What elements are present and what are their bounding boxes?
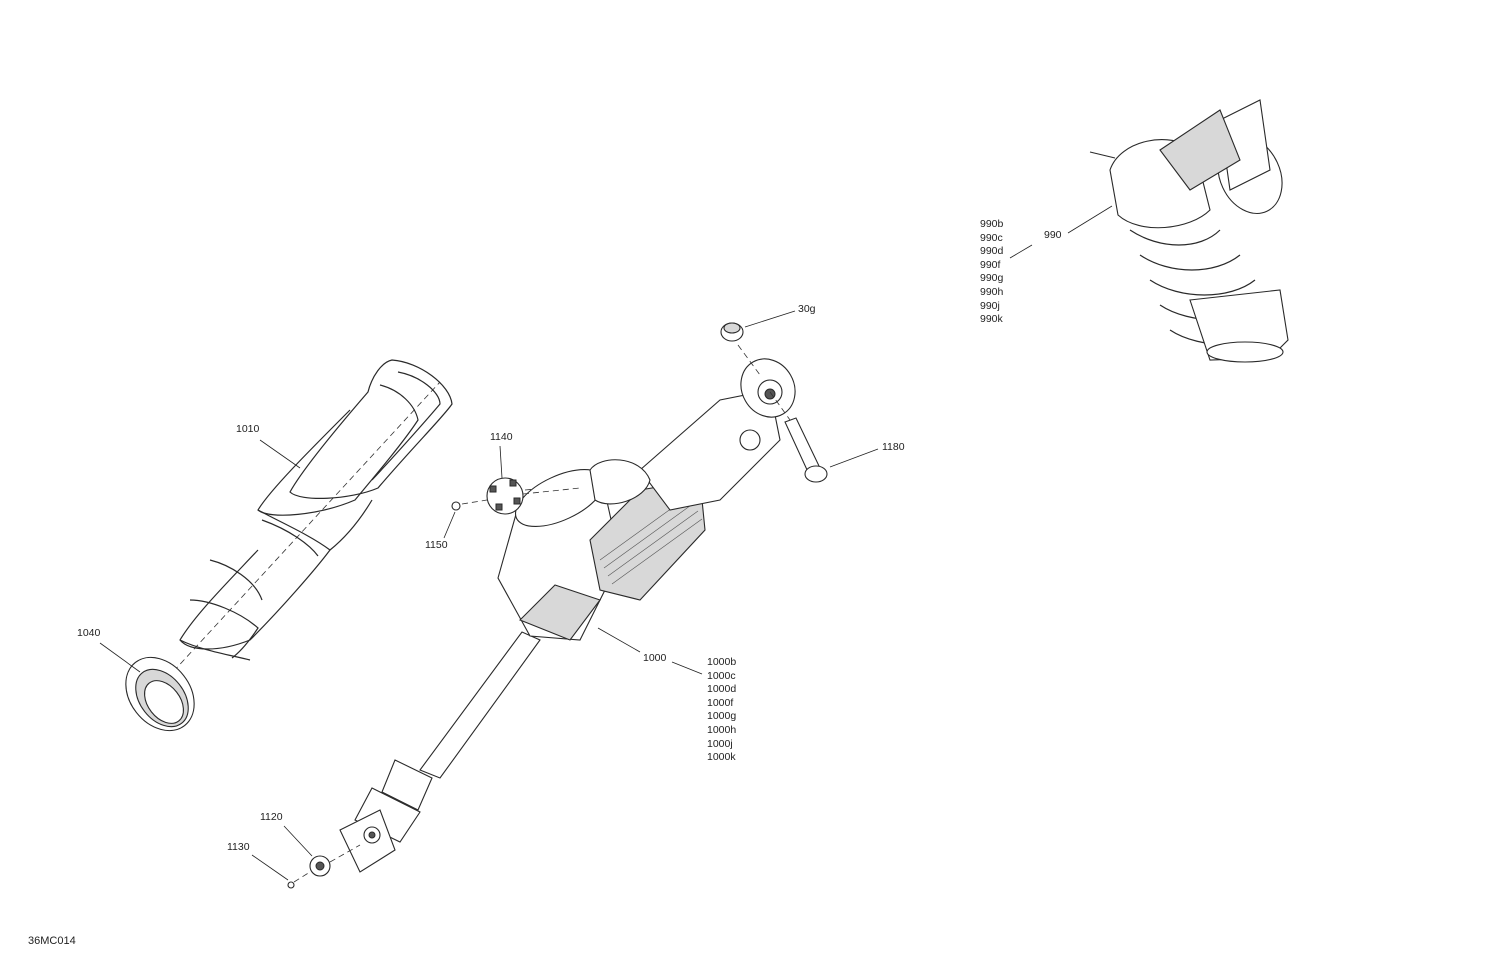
variant-1000g: 1000g — [707, 710, 737, 723]
callout-1140: 1140 — [490, 431, 513, 443]
variant-990d: 990d — [980, 245, 1004, 258]
callout-990: 990 — [1044, 229, 1062, 241]
variant-1000c: 1000c — [707, 669, 736, 682]
adjuster-knob — [461, 445, 581, 515]
lower-adjuster-knob — [283, 825, 361, 877]
variant-1000d: 1000d — [707, 683, 737, 696]
callout-1180: 1180 — [882, 441, 905, 453]
variant-list-1000: 1000b 1000c 1000d 1000f 1000g 1000h 1000… — [707, 656, 736, 765]
callout-1150: 1150 — [425, 539, 448, 551]
nut-30g — [720, 310, 796, 376]
shock-absorber — [339, 358, 796, 873]
callout-1040: 1040 — [77, 627, 101, 639]
variant-990f: 990f — [980, 258, 1001, 271]
variant-990g: 990g — [980, 272, 1004, 285]
variant-1000f: 1000f — [707, 696, 734, 709]
variant-990c: 990c — [980, 231, 1003, 244]
variant-1000j: 1000j — [707, 737, 733, 750]
variant-990k: 990k — [980, 313, 1003, 326]
drawing-id: 36MC014 — [28, 935, 76, 947]
variant-1000h: 1000h — [707, 723, 737, 736]
callout-1130: 1130 — [227, 841, 250, 853]
variant-list-990: 990b 990c 990d 990f 990g 990h 990j 990k — [980, 218, 1003, 327]
spring-seat — [99, 642, 195, 732]
screw-1150 — [443, 501, 461, 539]
variant-1000k: 1000k — [707, 751, 736, 764]
assembled-shock — [1009, 99, 1289, 363]
bolt-1180 — [769, 391, 879, 483]
screw-1130 — [251, 854, 311, 889]
variant-990b: 990b — [980, 218, 1004, 230]
variant-1000b: 1000b — [707, 656, 737, 668]
coil-spring — [159, 359, 453, 687]
variant-990h: 990h — [980, 285, 1004, 298]
variant-990j: 990j — [980, 299, 1000, 312]
callout-1000: 1000 — [643, 652, 667, 664]
callout-1010: 1010 — [236, 423, 260, 435]
callout-1120: 1120 — [260, 811, 283, 823]
callout-30g: 30g — [798, 303, 816, 315]
